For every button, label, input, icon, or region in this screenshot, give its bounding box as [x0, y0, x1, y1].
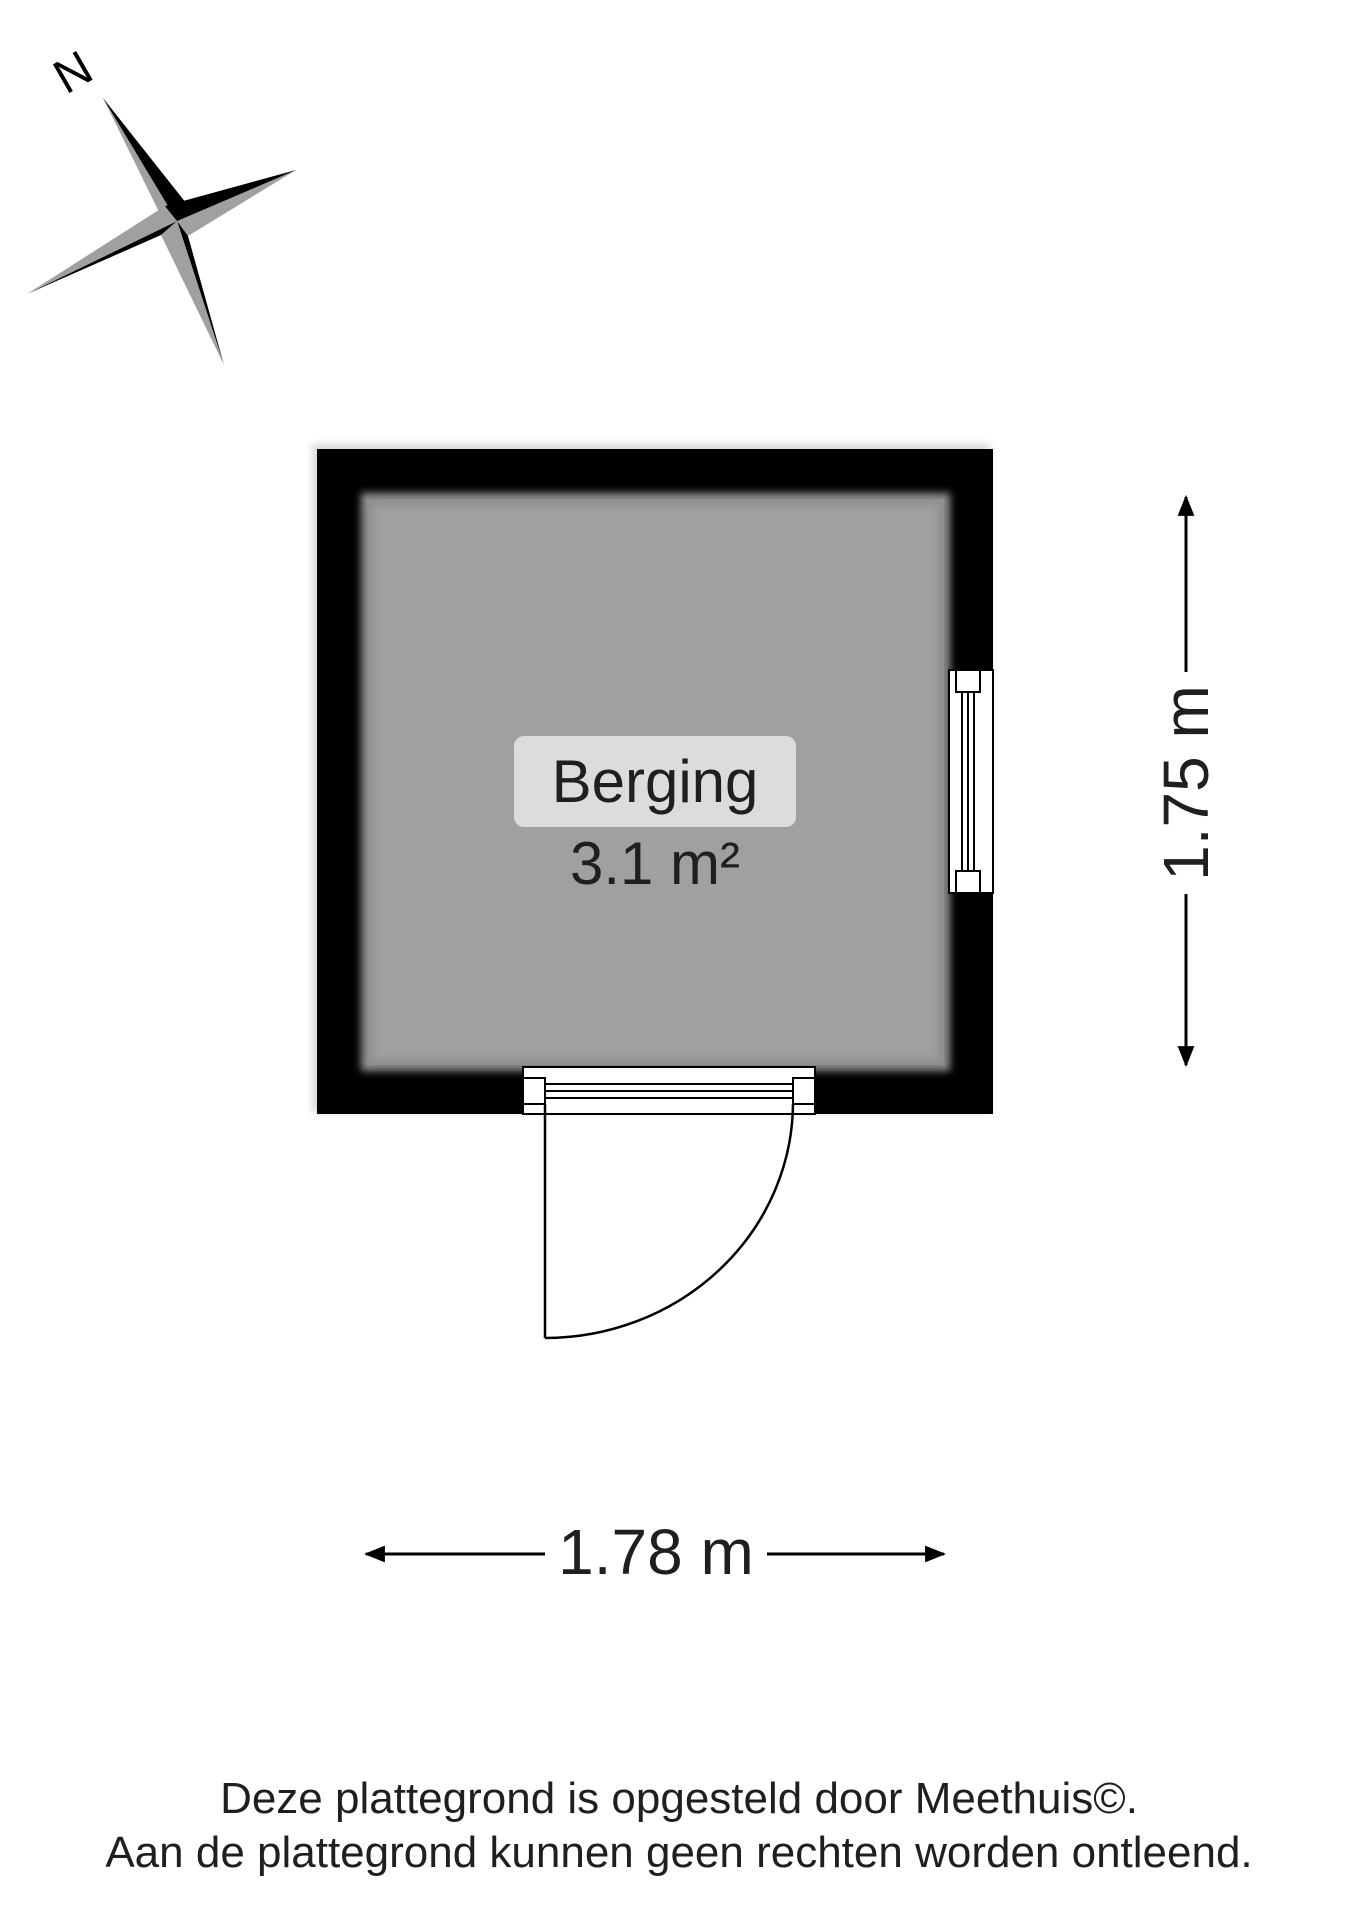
height-dimension-label: 1.75 m [1148, 672, 1224, 894]
width-dimension-label: 1.78 m [545, 1514, 767, 1590]
room-label-box [514, 736, 796, 827]
disclaimer: Deze plattegrond is opgesteld door Meeth… [0, 1772, 1358, 1880]
disclaimer-line-2: Aan de plattegrond kunnen geen rechten w… [105, 1828, 1253, 1877]
door [522, 1066, 816, 1340]
room-area: 3.1 m² [569, 830, 741, 897]
room-name: Berging [551, 748, 759, 815]
window [948, 669, 994, 894]
compass-rose-icon: N [27, 41, 296, 365]
disclaimer-line-1: Deze plattegrond is opgesteld door Meeth… [220, 1774, 1138, 1823]
